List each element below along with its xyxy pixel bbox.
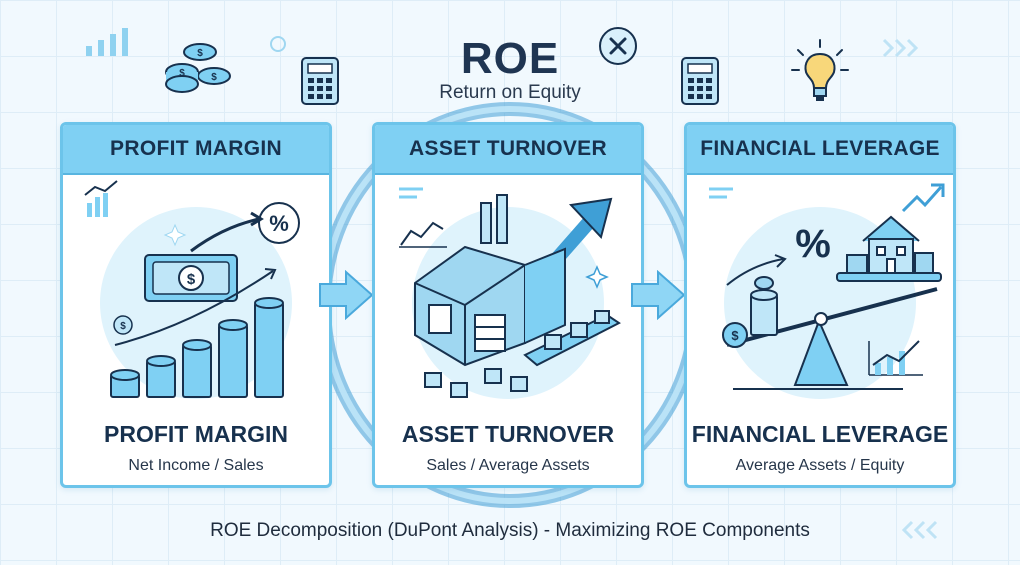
- percent-icon: %: [258, 202, 300, 244]
- page-title: ROE: [460, 34, 560, 83]
- component-formula-profit-margin: Net Income / Sales: [128, 457, 264, 474]
- calculator-icon: [301, 57, 339, 105]
- coins-icon: $ $ $: [165, 43, 231, 93]
- conveyor-boxes: [424, 310, 621, 398]
- page-subtitle: Return on Equity: [439, 82, 581, 103]
- close-circle-icon: [599, 27, 637, 65]
- profit-margin-illustration: % $ $: [84, 180, 300, 399]
- dollar-bill-icon: $: [144, 254, 238, 302]
- component-name-profit-margin: PROFIT MARGIN: [104, 421, 288, 447]
- bar-chart-icon: [86, 28, 128, 56]
- card-header-asset-turnover: ASSET TURNOVER: [375, 125, 641, 175]
- card-header-financial-leverage: FINANCIAL LEVERAGE: [687, 125, 953, 175]
- small-coin-icon: $: [113, 315, 133, 335]
- factory-icon: [414, 194, 566, 367]
- coin-stacks: [110, 297, 284, 398]
- svg-text:$: $: [187, 271, 196, 288]
- footer-caption: ROE Decomposition (DuPont Analysis) - Ma…: [210, 520, 810, 541]
- mini-chart-icon: [84, 180, 118, 217]
- mini-list-chart-icon: [399, 187, 447, 248]
- card-financial-leverage: FINANCIAL LEVERAGE %: [684, 122, 956, 488]
- svg-text:$: $: [211, 72, 217, 83]
- asset-turnover-illustration: [399, 187, 621, 399]
- card-header-profit-margin: PROFIT MARGIN: [63, 125, 329, 175]
- svg-text:$: $: [120, 321, 126, 332]
- svg-text:%: %: [269, 211, 289, 236]
- calculator-icon-right: [681, 57, 719, 105]
- card-profit-margin: PROFIT MARGIN % $: [60, 122, 332, 488]
- card-asset-turnover: ASSET TURNOVER: [372, 122, 644, 488]
- percent-icon: %: [795, 222, 831, 266]
- svg-text:$: $: [197, 48, 203, 59]
- component-name-financial-leverage: FINANCIAL LEVERAGE: [691, 421, 949, 447]
- mini-list-icon: [709, 187, 733, 199]
- arrow-right-icon: [319, 270, 374, 320]
- component-name-asset-turnover: ASSET TURNOVER: [401, 421, 615, 447]
- financial-leverage-illustration: % $: [709, 183, 945, 399]
- component-formula-asset-turnover: Sales / Average Assets: [426, 457, 590, 474]
- lightbulb-icon: [791, 39, 849, 101]
- double-chevron-icon: [882, 38, 919, 58]
- arrow-right-icon-2: [631, 270, 686, 320]
- mini-bar-chart-icon: [868, 340, 923, 376]
- coin-stack-small: $: [722, 276, 778, 348]
- svg-text:$: $: [179, 68, 185, 79]
- svg-text:$: $: [731, 328, 739, 343]
- small-circle-icon: [270, 36, 286, 52]
- trend-arrow-icon: [901, 183, 945, 213]
- component-formula-financial-leverage: Average Assets / Equity: [735, 457, 905, 474]
- left-chevrons-icon: [901, 520, 938, 540]
